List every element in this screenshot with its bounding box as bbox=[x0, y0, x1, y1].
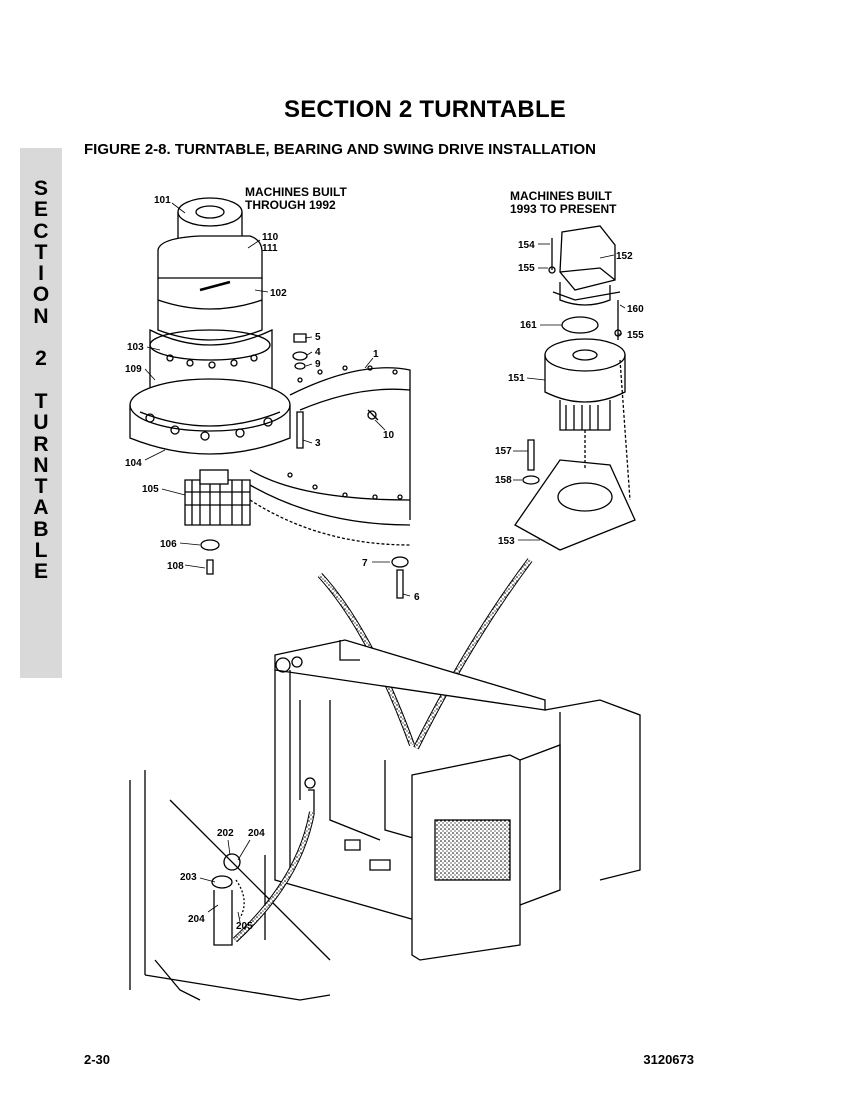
callout-105: 105 bbox=[142, 484, 159, 495]
callout-152: 152 bbox=[616, 251, 633, 262]
side-tab-letter: A bbox=[33, 496, 49, 520]
note-left-line2: THROUGH 1992 bbox=[245, 198, 336, 212]
callout-155-upper: 155 bbox=[518, 263, 535, 274]
side-tab-letter: U bbox=[33, 411, 49, 435]
callout-3: 3 bbox=[315, 438, 321, 449]
turntable-bearing-ring bbox=[249, 333, 411, 599]
callout-157: 157 bbox=[495, 446, 512, 457]
swing-drive-assembly-1993 bbox=[514, 225, 636, 551]
callouts bbox=[144, 202, 626, 923]
leader-band-right bbox=[413, 558, 533, 750]
callout-160: 160 bbox=[627, 304, 644, 315]
callout-108: 108 bbox=[167, 561, 184, 572]
side-tab-letter: O bbox=[32, 283, 50, 307]
detail-inset-fittings bbox=[129, 770, 331, 1001]
callout-111: 111 bbox=[262, 243, 278, 254]
callout-158: 158 bbox=[495, 475, 512, 486]
section-title: SECTION 2 TURNTABLE bbox=[283, 96, 567, 123]
callout-205: 205 bbox=[236, 921, 253, 932]
figure-title: FIGURE 2-8. TURNTABLE, BEARING AND SWING… bbox=[84, 141, 596, 158]
callout-102: 102 bbox=[270, 288, 287, 299]
callout-4: 4 bbox=[315, 347, 321, 358]
side-tab-letter: T bbox=[34, 389, 48, 413]
callout-202: 202 bbox=[217, 828, 234, 839]
callout-101: 101 bbox=[154, 195, 171, 206]
document-number: 3120673 bbox=[643, 1052, 694, 1067]
side-tab-letter: L bbox=[34, 539, 48, 563]
callout-9: 9 bbox=[315, 359, 321, 370]
side-tab-letter: C bbox=[33, 219, 49, 243]
side-tab-letter: T bbox=[34, 240, 48, 264]
callout-103: 103 bbox=[127, 342, 144, 353]
callout-109: 109 bbox=[125, 364, 142, 375]
side-tab-letter: B bbox=[33, 517, 49, 541]
callout-154: 154 bbox=[518, 240, 535, 251]
callout-153: 153 bbox=[498, 536, 515, 547]
side-tab-letter: I bbox=[38, 262, 44, 286]
callout-6: 6 bbox=[414, 592, 420, 603]
page-number: 2-30 bbox=[84, 1052, 111, 1067]
callout-106: 106 bbox=[160, 539, 177, 550]
swing-drive-assembly-1992 bbox=[129, 197, 291, 575]
note-right-line1: MACHINES BUILT bbox=[510, 189, 612, 203]
callout-204-lower: 204 bbox=[188, 914, 205, 925]
callout-numbers: 101 110 111 102 103 109 104 105 106 108 … bbox=[125, 195, 644, 932]
side-tab-letter: N bbox=[33, 304, 49, 328]
side-tab-letter: 2 bbox=[35, 347, 47, 371]
side-tab-letter: E bbox=[33, 560, 48, 584]
callout-155-lower: 155 bbox=[627, 330, 644, 341]
callout-10: 10 bbox=[383, 430, 395, 441]
callout-104: 104 bbox=[125, 458, 142, 469]
callout-203: 203 bbox=[180, 872, 197, 883]
callout-161: 161 bbox=[520, 320, 537, 331]
callout-110: 110 bbox=[262, 232, 279, 243]
callout-1: 1 bbox=[373, 349, 379, 360]
callout-204-upper: 204 bbox=[248, 828, 265, 839]
side-tab-letter: T bbox=[34, 475, 48, 499]
callout-151: 151 bbox=[508, 373, 525, 384]
callout-5: 5 bbox=[315, 332, 321, 343]
side-tab-letter: S bbox=[33, 177, 48, 200]
turntable-frame bbox=[274, 639, 641, 961]
side-tab-letter: N bbox=[33, 453, 49, 477]
notes: MACHINES BUILT THROUGH 1992 MACHINES BUI… bbox=[245, 185, 617, 216]
callout-7: 7 bbox=[362, 558, 368, 569]
note-right-line2: 1993 TO PRESENT bbox=[510, 202, 617, 216]
side-tab-letter: R bbox=[33, 432, 49, 456]
note-left-line1: MACHINES BUILT bbox=[245, 185, 347, 199]
side-tab-letter: E bbox=[33, 198, 48, 222]
